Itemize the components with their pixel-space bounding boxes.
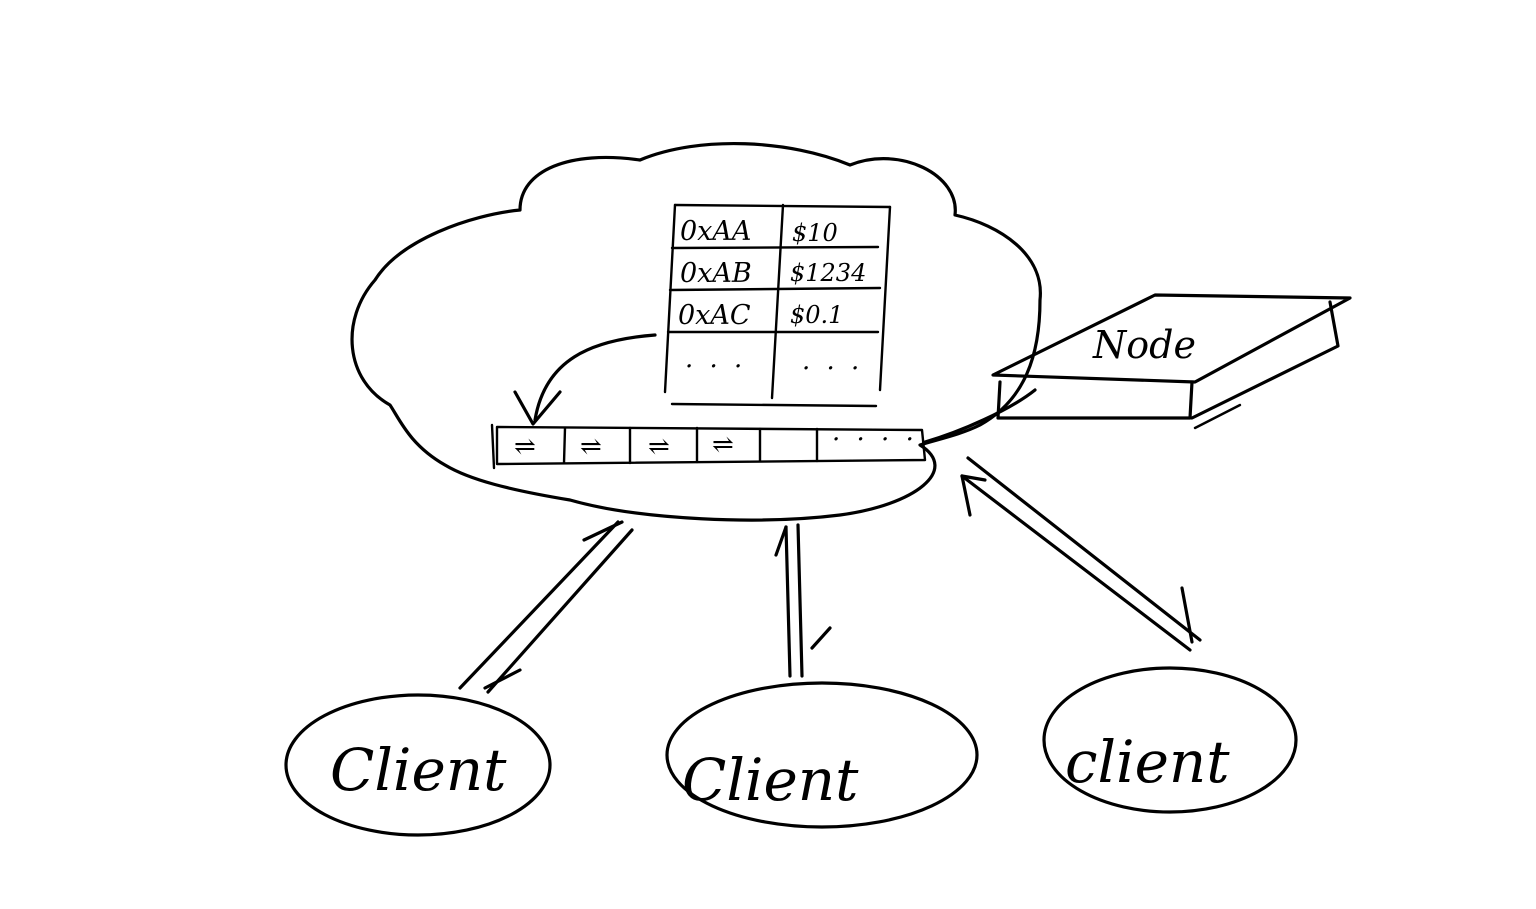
queue-overflow-dots: · · · · [832, 425, 918, 455]
client-1-label: Client [330, 736, 507, 804]
client-3-bubble [1042, 666, 1298, 814]
link-line [458, 520, 620, 690]
client-1: Client [284, 693, 552, 837]
client-2-link [774, 523, 832, 678]
ledger-table-divider [770, 203, 785, 400]
arrow-head [1180, 586, 1194, 644]
ledger-table-row-line [668, 286, 882, 292]
arrow-head [810, 626, 832, 650]
ledger-ellipsis-cell: · · · [802, 354, 863, 384]
transaction-queue: ⇌ ⇌ ⇌ ⇌ · · · · [490, 423, 927, 470]
ledger-table: 0xAA $10 0xAB $1234 0xAC $0.1 · · · · · … [663, 203, 892, 408]
node-connector-line [923, 388, 1037, 444]
transaction-icon: ⇌ [712, 430, 734, 460]
transaction-icon: ⇌ [648, 432, 670, 462]
client-2: Client [665, 681, 979, 829]
client-1-bubble [284, 693, 552, 837]
link-line [966, 456, 1202, 642]
client-2-bubble [665, 681, 979, 829]
client-3-link [960, 456, 1202, 652]
queue-outline [495, 425, 927, 466]
table-to-queue-arrow [513, 333, 657, 426]
ledger-table-right [878, 205, 892, 392]
network-cloud [350, 141, 1042, 522]
ledger-amount-cell: $10 [792, 219, 838, 247]
arrow-head [774, 525, 788, 557]
node-server: Node [923, 293, 1352, 444]
node-edge-line [1193, 403, 1242, 430]
client-2-label: Client [682, 746, 859, 814]
link-line [960, 474, 1192, 652]
client-3-label: client [1065, 728, 1230, 796]
node-top-face [991, 293, 1352, 384]
ledger-table-row-line [670, 245, 880, 250]
transaction-icon: ⇌ [514, 432, 536, 462]
curved-arrow-shaft [533, 333, 657, 422]
ledger-amount-cell: $1234 [790, 259, 866, 287]
arrow-head [960, 474, 987, 517]
arrow-head [582, 520, 624, 542]
ledger-address-cell: 0xAB [680, 258, 752, 289]
arrow-head [483, 668, 522, 690]
client-1-link [458, 520, 634, 694]
link-line [796, 523, 804, 678]
queue-edge [490, 423, 496, 470]
node-label: Node [1092, 323, 1196, 367]
ledger-address-cell: 0xAC [678, 300, 751, 331]
transaction-icon: ⇌ [580, 432, 602, 462]
node-side-face [1190, 300, 1340, 420]
link-line [784, 525, 792, 678]
link-line [486, 528, 634, 694]
ledger-table-bottom [670, 402, 878, 408]
node-front-face [996, 380, 1194, 420]
client-3: client [1042, 666, 1298, 814]
ledger-address-cell: 0xAA [680, 216, 751, 247]
curved-arrow-head [513, 390, 562, 426]
ledger-ellipsis-cell: · · · [685, 352, 746, 382]
ledger-table-left [663, 203, 677, 394]
queue-divider [562, 426, 567, 465]
ledger-amount-cell: $0.1 [790, 301, 843, 329]
